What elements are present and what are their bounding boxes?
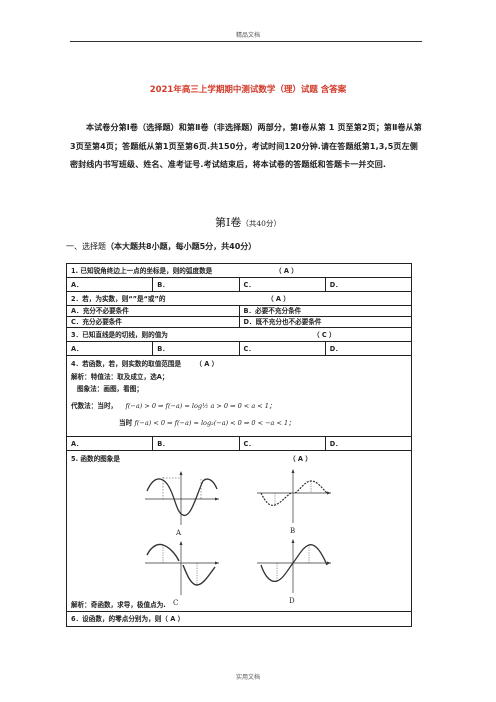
question-4-choices: A． B． C． D．: [67, 437, 411, 451]
option-c: C．充分必要条件: [67, 317, 240, 327]
case-label: 当时: [119, 418, 133, 427]
question-table: 1. 已知锐角终边上一点的坐标是，则的弧度数是 （ A ） A． B． C． D…: [66, 263, 412, 627]
graph-d-label: D: [289, 597, 295, 605]
question-1-choices: A． B． C． D．: [67, 278, 411, 292]
choice-c: C．: [240, 437, 326, 450]
graph-d: [257, 539, 331, 593]
section-desc: （本大题共8小题，每小题5分，共40分）: [106, 242, 257, 251]
graph-b: [257, 469, 331, 523]
section-label: 一、选择题: [66, 242, 106, 251]
question-3-stem-row: 3．已知直线是的切线，则的值为 （ C ）: [67, 328, 411, 342]
question-4-analysis-2: 图象法：画图，看图；: [77, 385, 143, 393]
question-4-analysis-4: 当时 f(−a) < 0 ⇒ f(−a) = log₂(−a) < 0 ⇒ 0 …: [71, 417, 407, 430]
graph-c-label: C: [173, 599, 179, 607]
question-4-block: 4．若函数，若，则实数的取值范围是 （ A ） 解析：特值法：取及成立，选A； …: [67, 356, 411, 437]
page-header: 精品文档: [235, 32, 260, 39]
graph-a: [145, 471, 219, 525]
question-2-answer: （ A ）: [267, 295, 290, 303]
option-d: D．既不充分也不必要条件: [243, 318, 322, 326]
algebra-label: 代数法：当时，: [71, 401, 118, 410]
graph-c: [145, 541, 219, 595]
exam-title: 2021年高三上学期期中测试数学（理）试题 含答案: [149, 85, 347, 95]
choice-c: C．: [240, 278, 326, 291]
question-2-stem-row: 2．若，为实数，则“”是“或”的 （ A ）: [67, 292, 411, 306]
question-2-stem: 2．若，为实数，则“”是“或”的: [71, 295, 166, 303]
question-1-stem: 1. 已知锐角终边上一点的坐标是，则的弧度数是: [71, 267, 213, 275]
question-4-answer: （ A ）: [195, 360, 219, 368]
question-5-block: 5. 函数的图象是 （ A ） A B: [67, 451, 411, 612]
choice-a: A．: [67, 278, 154, 291]
question-5-answer: （ A ）: [289, 455, 312, 463]
volume-note: （共40分）: [241, 219, 281, 228]
choice-d: D．: [329, 281, 342, 289]
question-4-analysis-3: 代数法：当时， f(−a) > 0 ⇒ f(−a) = log½ a > 0 ⇒…: [71, 396, 407, 417]
section-heading: 一、选择题（本大题共8小题，每小题5分，共40分）: [66, 241, 256, 252]
page-footer: 实用文档: [235, 674, 260, 681]
exam-instructions: 本试卷分第Ⅰ卷（选择题）和第Ⅱ卷（非选择题）两部分，第Ⅰ卷从第 1 页至第2页；…: [70, 123, 422, 169]
choice-b: B．: [153, 437, 240, 450]
graph-a-label: A: [176, 529, 182, 537]
volume-label: 第Ⅰ卷: [215, 216, 242, 229]
question-6-stem: 6．设函数，的零点分别为，则（ A ）: [71, 615, 185, 623]
choice-c: C．: [240, 342, 326, 355]
question-4-analysis-1: 解析：特值法：取及成立，选A；: [71, 372, 169, 381]
algebra-formula-1: f(−a) > 0 ⇒ f(−a) = log½ a > 0 ⇒ 0 < a <…: [125, 401, 276, 410]
choice-d: D．: [329, 345, 342, 353]
question-3-stem: 3．已知直线是的切线，则的值为: [71, 331, 168, 339]
choice-d: D．: [329, 440, 342, 448]
algebra-formula-2: f(−a) < 0 ⇒ f(−a) = log₂(−a) < 0 ⇒ 0 < −…: [134, 418, 295, 427]
question-2-options-row-1: A．充分不必要条件 B．必要不充分条件: [67, 306, 411, 317]
question-2-options-row-2: C．充分必要条件 D．既不充分也不必要条件: [67, 317, 411, 328]
question-3-answer: （ C ）: [313, 331, 336, 339]
question-1-stem-row: 1. 已知锐角终边上一点的坐标是，则的弧度数是 （ A ）: [67, 264, 411, 278]
choice-a: A．: [67, 342, 154, 355]
graph-b-label: B: [290, 527, 296, 535]
question-5-analysis: 解析：奇函数，求导，极值点为.: [71, 601, 166, 609]
question-3-choices: A． B． C． D．: [67, 342, 411, 356]
question-1-answer: （ A ）: [275, 267, 298, 275]
volume-heading: 第Ⅰ卷（共40分）: [0, 214, 496, 230]
question-4-stem: 4．若函数，若，则实数的取值范围是: [71, 360, 182, 368]
option-a: A．充分不必要条件: [67, 306, 240, 316]
choice-b: B．: [153, 278, 240, 291]
option-b: B．必要不充分条件: [243, 307, 302, 315]
choice-a: A．: [67, 437, 154, 450]
choice-b: B．: [153, 342, 240, 355]
question-5-stem: 5. 函数的图象是: [71, 455, 120, 463]
question-4-stem-line: 4．若函数，若，则实数的取值范围是 （ A ）: [71, 358, 407, 371]
header-rule: [70, 41, 422, 42]
question-6-stem-row: 6．设函数，的零点分别为，则（ A ）: [67, 612, 411, 626]
